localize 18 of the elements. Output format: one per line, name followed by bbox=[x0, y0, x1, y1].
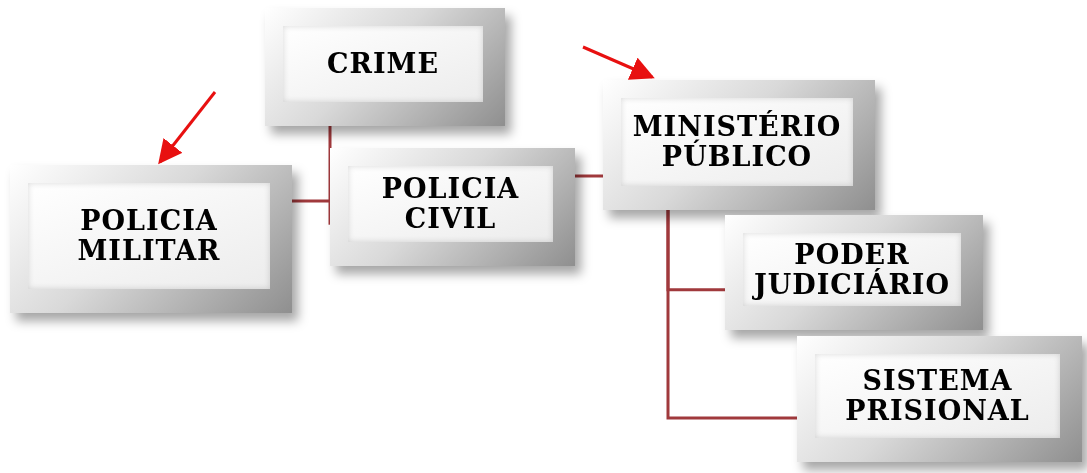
pointer-arrow bbox=[158, 91, 217, 165]
block-label: POLICIA CIVIL bbox=[380, 174, 521, 234]
block-label: SISTEMA PRISIONAL bbox=[844, 366, 1031, 426]
block-label: PODER JUDICIÁRIO bbox=[751, 239, 951, 300]
beveled-block bbox=[797, 336, 1082, 462]
connector-line bbox=[328, 126, 332, 227]
block-label: POLICIA MILITAR bbox=[76, 206, 222, 266]
block-label: CRIME bbox=[327, 49, 439, 79]
beveled-block bbox=[265, 8, 505, 126]
pointer-arrow bbox=[582, 45, 655, 80]
connector-line bbox=[292, 199, 330, 203]
beveled-block bbox=[603, 80, 875, 210]
beveled-block bbox=[330, 148, 575, 266]
connector-line bbox=[575, 174, 603, 178]
block-label: MINISTÉRIO PÚBLICO bbox=[631, 112, 843, 172]
connector-line bbox=[666, 210, 797, 420]
beveled-block bbox=[725, 215, 983, 330]
beveled-block bbox=[10, 165, 292, 313]
